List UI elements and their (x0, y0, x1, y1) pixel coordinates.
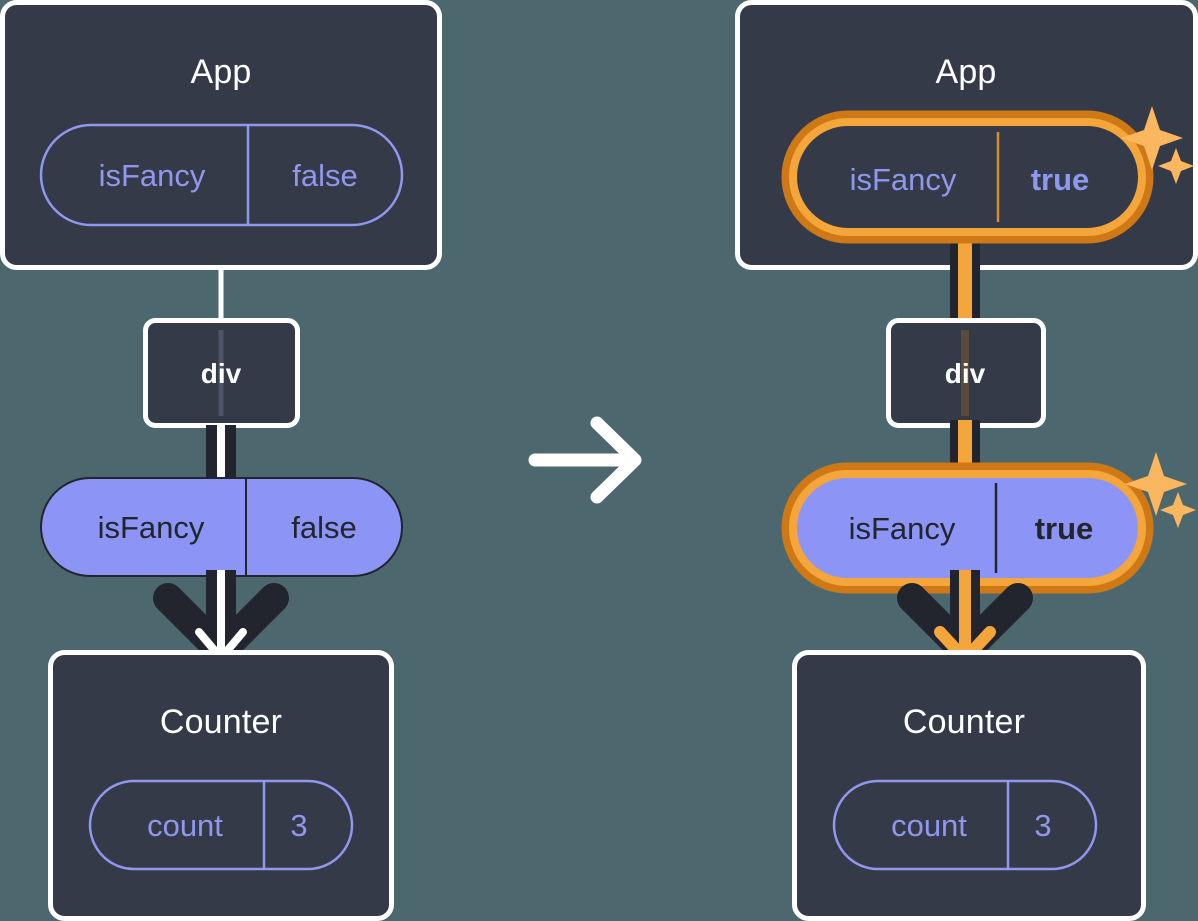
app-state-pill-left (39, 123, 404, 227)
prop-pill-value-left: false (291, 510, 357, 545)
counter-state-pill-key-left: count (147, 808, 223, 843)
counter-box-title-left: Counter (159, 703, 283, 741)
sparkle-star-icon-app-right (1121, 106, 1194, 184)
counter-state-pill-left (88, 779, 354, 871)
div-node-label-right: div (944, 358, 986, 389)
counter-state-pill-value-right: 3 (1034, 808, 1052, 843)
prop-pill-key-right: isFancy (848, 511, 956, 546)
counter-state-pill-right (832, 779, 1098, 871)
sparkle-star-icon-prop-right (1125, 452, 1196, 528)
app-state-pill-ring-inner-right (789, 118, 1146, 236)
prop-pill-value-right: true (1034, 511, 1094, 546)
transition-arrow-right-icon (528, 416, 642, 504)
prop-pill-key-left: isFancy (97, 510, 205, 545)
div-node-label-left: div (200, 358, 242, 389)
connector-div-bottom-left-inner (217, 425, 225, 485)
app-box-left (0, 0, 442, 270)
counter-box-left (48, 650, 394, 921)
counter-box-title-right: Counter (902, 703, 1026, 741)
app-state-pill-key-right: isFancy (849, 162, 957, 197)
counter-state-pill-key-right: count (891, 808, 967, 843)
counter-state-pill-value-left: 3 (290, 808, 308, 843)
app-box-title-left: App (190, 53, 252, 91)
app-box-title-right: App (935, 53, 997, 91)
app-state-pill-key-left: isFancy (98, 158, 206, 193)
app-state-pill-value-right: true (1030, 162, 1090, 197)
counter-box-right (792, 650, 1146, 921)
app-state-pill-value-left: false (292, 158, 358, 193)
arrow-to-counter-left-light (195, 570, 247, 662)
